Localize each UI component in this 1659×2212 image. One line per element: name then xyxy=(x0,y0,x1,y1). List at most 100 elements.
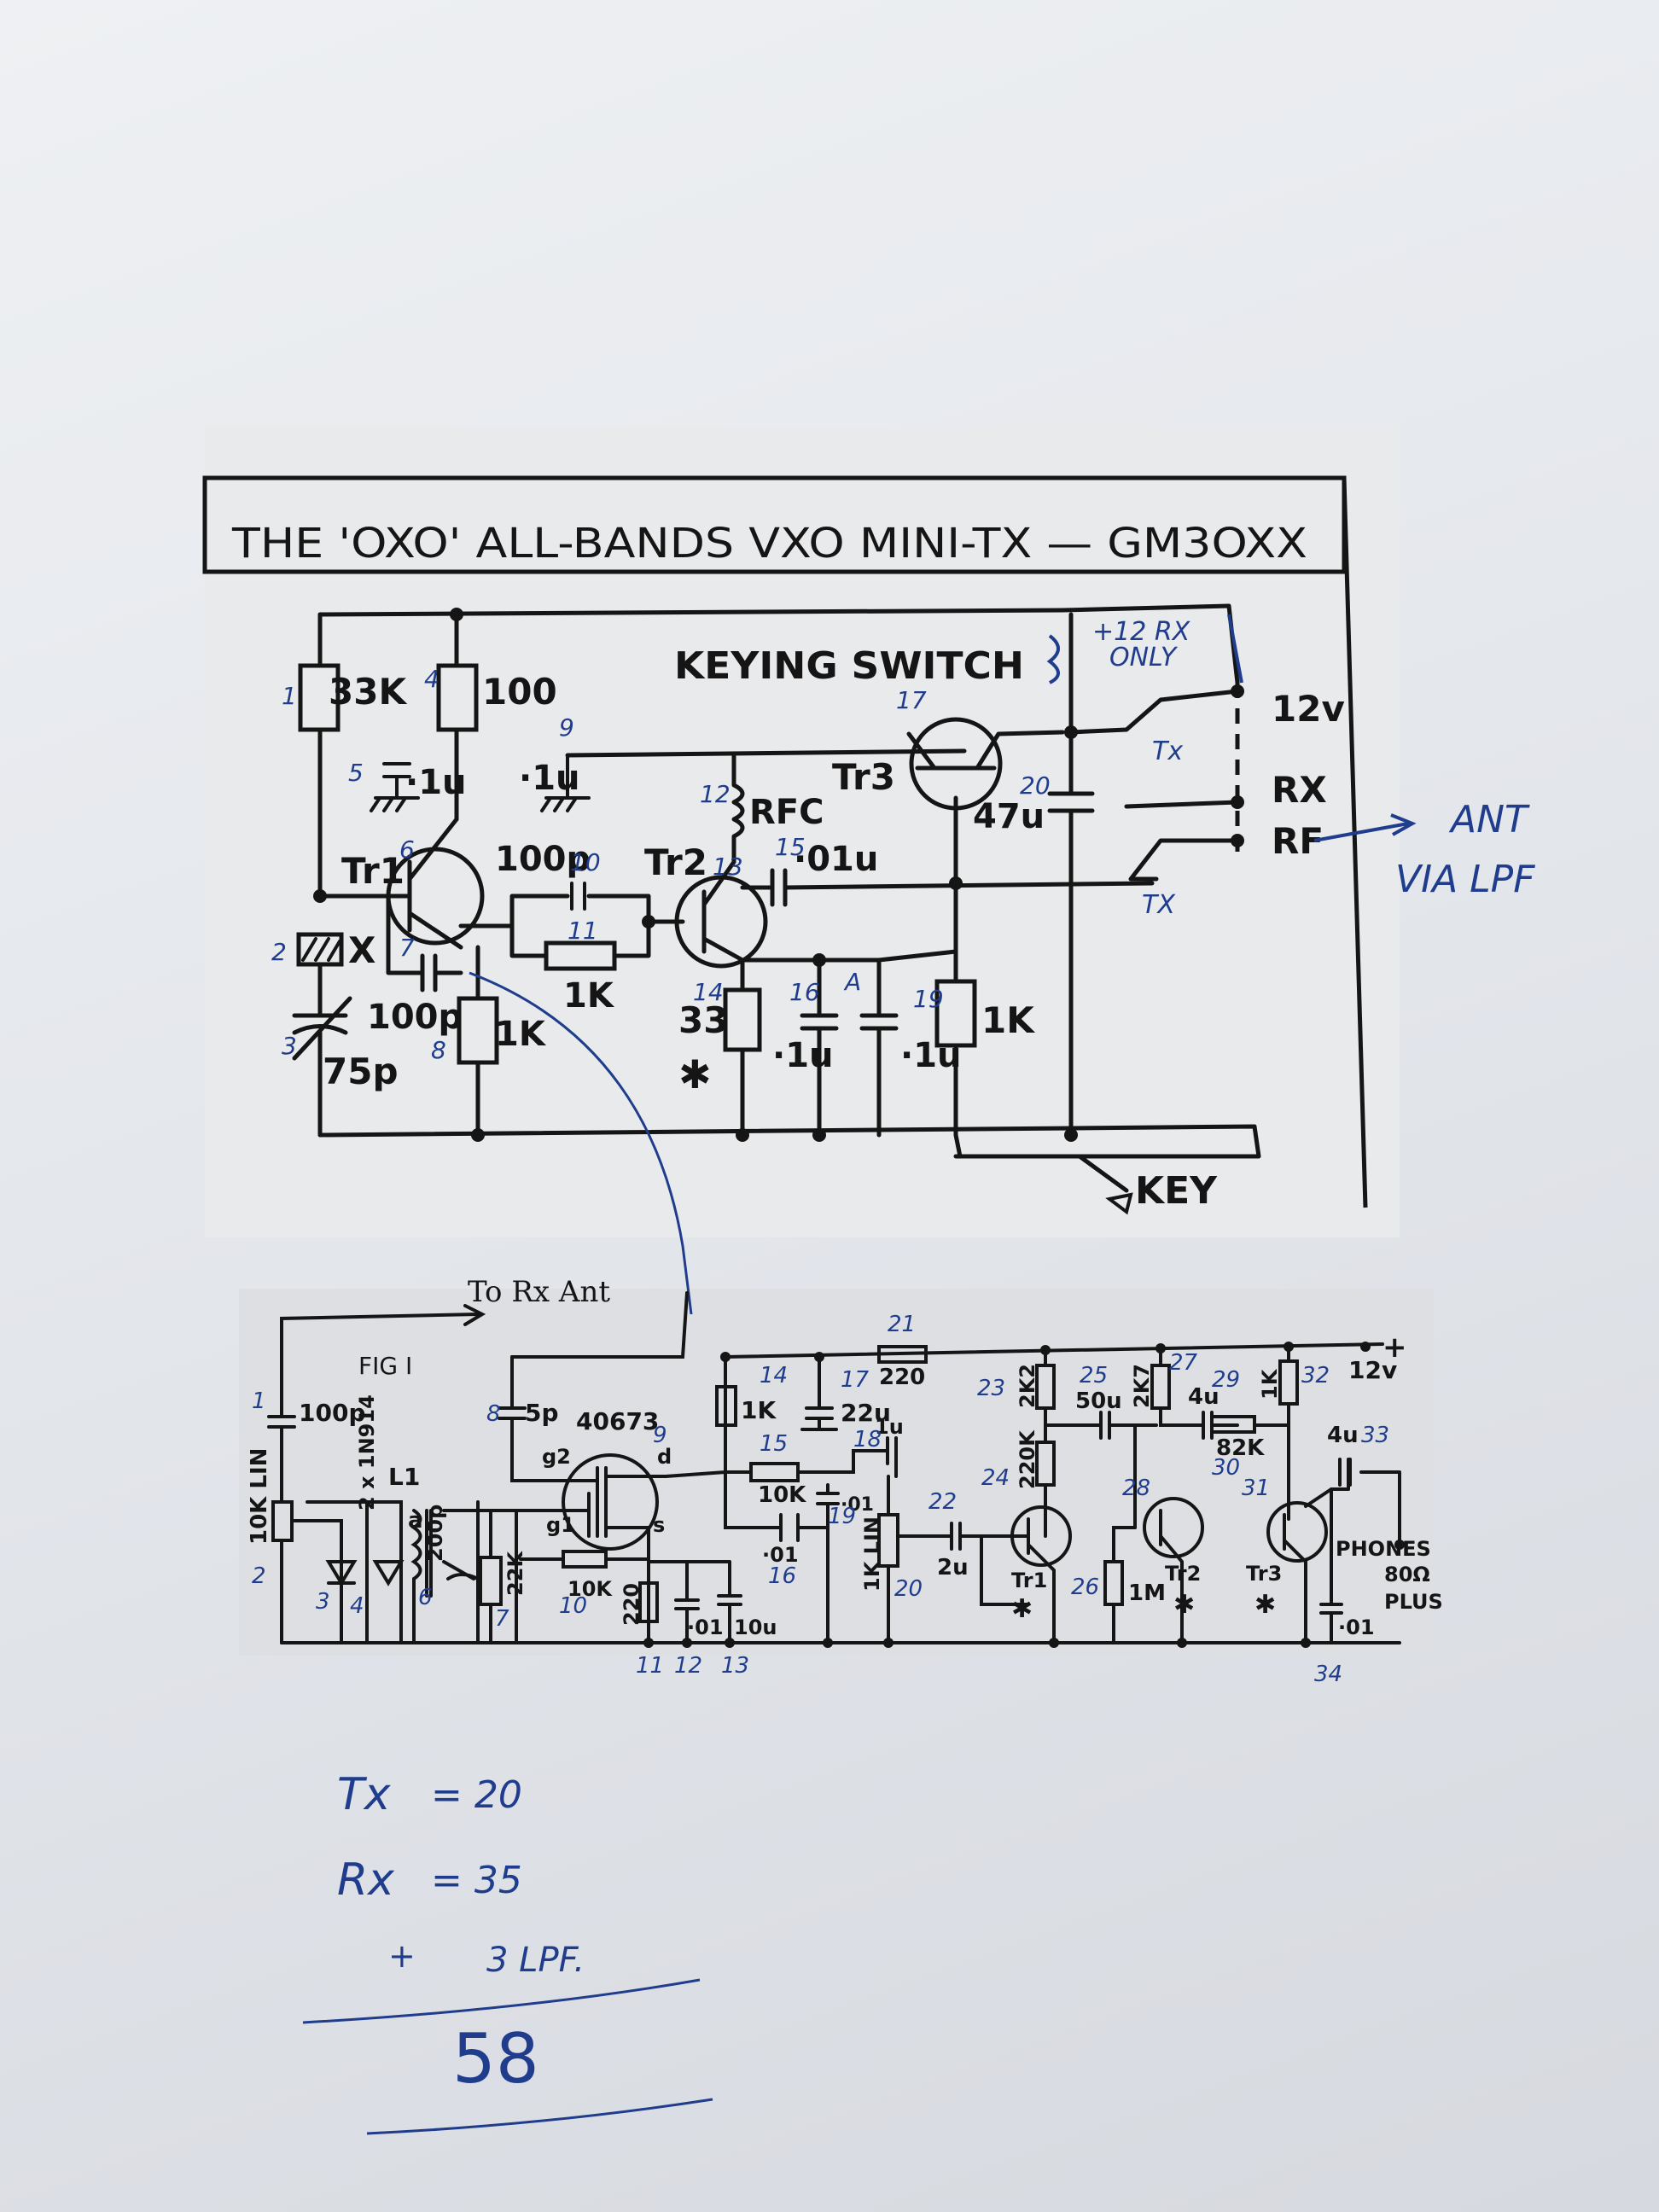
label-tr3: Tr3 xyxy=(832,756,895,798)
label-rfc: RFC xyxy=(749,793,824,832)
label-x: X xyxy=(348,929,375,971)
label-01u: ·01u xyxy=(794,840,878,879)
ink-num: 12 xyxy=(700,780,731,808)
label-50u: 50u xyxy=(1075,1388,1122,1414)
ink-tx-b: TX xyxy=(1142,890,1176,920)
label-10k-drain: 10K xyxy=(758,1482,806,1508)
label-tr2: Tr2 xyxy=(644,841,707,883)
resistor-1k-b xyxy=(544,940,617,971)
tally-total: 58 xyxy=(452,2019,539,2098)
label-1u-a: ·1u xyxy=(405,763,467,802)
ink-num: 21 xyxy=(888,1312,916,1337)
cap-100p-b xyxy=(570,882,586,911)
ink-link-line xyxy=(469,971,693,1315)
rx-front-wires xyxy=(476,1509,556,1644)
af-transistor-tr2 xyxy=(1143,1497,1204,1558)
ink-via-lpf: VIA LPF xyxy=(1395,858,1535,901)
label-4u-a: 4u xyxy=(1188,1384,1220,1410)
tally: Tx = 20 Rx = 35 + 3 LPF. 58 xyxy=(302,1769,713,2135)
label-af-tr1: Tr1 xyxy=(1011,1569,1047,1592)
ink-ant: ANT xyxy=(1448,798,1530,841)
ink-num: 2 xyxy=(271,938,287,966)
label-01-out: ·01 xyxy=(1338,1615,1375,1639)
ink-num: 12 xyxy=(674,1653,702,1679)
label-phones: PHONES xyxy=(1336,1537,1431,1561)
label-100p-rx: 100p xyxy=(299,1399,366,1427)
asterisk-af1: ✱ xyxy=(1011,1594,1033,1624)
af-transistor-tr3 xyxy=(1266,1501,1328,1563)
tx-junction-dots xyxy=(313,608,1244,1142)
ink-num: 15 xyxy=(760,1431,788,1457)
rx-input-wires xyxy=(280,1500,403,1644)
ink-num: 11 xyxy=(636,1653,664,1679)
resistor-1k-a xyxy=(457,996,499,1065)
tally-rx-value: = 35 xyxy=(431,1859,522,1902)
label-g1: g1 xyxy=(546,1513,575,1537)
plus-terminal: + xyxy=(1382,1330,1407,1365)
label-2k2: 2K2 xyxy=(1016,1364,1039,1408)
ink-num: 10 xyxy=(559,1593,587,1619)
label-5p: 5p xyxy=(525,1399,559,1427)
ink-num: 7 xyxy=(399,934,415,962)
ink-num: 14 xyxy=(760,1363,788,1388)
tally-tx-value: = 20 xyxy=(431,1773,522,1817)
ink-num: 22 xyxy=(928,1489,957,1515)
label-fig: FIG I xyxy=(358,1352,412,1380)
drain-feed xyxy=(796,1449,881,1474)
cap-1u-b xyxy=(540,754,591,812)
ink-num: 1 xyxy=(282,682,297,710)
key-arrow xyxy=(1105,1192,1133,1215)
label-220k: 220K xyxy=(1016,1429,1039,1489)
label-200p: 200p xyxy=(423,1505,447,1562)
cap-4u-b xyxy=(1319,1458,1401,1644)
ink-num: 20 xyxy=(894,1576,923,1602)
terminal-plus xyxy=(1360,1342,1371,1352)
rx-schematic: To Rx Ant FIG I 100p 10K LIN 2 x 1N914 L… xyxy=(247,1275,1443,1687)
cap-47u xyxy=(1047,612,1095,1138)
tx-photocopy xyxy=(205,427,1400,1237)
ink-num: 3 xyxy=(282,1032,297,1060)
label-keying-switch: KEYING SWITCH xyxy=(674,644,1024,688)
cap-1u-a xyxy=(370,762,420,812)
label-rx: RX xyxy=(1272,769,1327,811)
cap-100p-rx xyxy=(267,1406,296,1504)
label-100p-b: 100p xyxy=(495,840,591,879)
label-1u-c: ·1u xyxy=(772,1036,834,1075)
ink-num: 33 xyxy=(1361,1423,1389,1448)
fet-leads xyxy=(553,1466,667,1644)
ink-num: 9 xyxy=(559,713,574,742)
crystal-hatch xyxy=(301,937,341,962)
label-g2: g2 xyxy=(542,1445,571,1469)
ink-rx-label: +12 RX xyxy=(1092,617,1191,647)
ink-num: 32 xyxy=(1301,1363,1330,1388)
ink-num: 6 xyxy=(418,1585,433,1610)
ink-num: 25 xyxy=(1080,1363,1108,1388)
ink-num: 34 xyxy=(1314,1662,1342,1687)
label-af-tr3: Tr3 xyxy=(1246,1562,1282,1586)
label-40673: 40673 xyxy=(576,1407,659,1435)
label-1u-b: ·1u xyxy=(519,759,580,798)
label-33: 33 xyxy=(678,999,728,1041)
label-75p: 75p xyxy=(323,1051,399,1092)
ink-ant-arrow xyxy=(1313,813,1417,842)
cap-01u xyxy=(740,868,1155,907)
label-l1: L1 xyxy=(388,1463,420,1491)
ink-num: 29 xyxy=(1212,1367,1240,1393)
label-1k-a: 1K xyxy=(495,1015,547,1054)
label-1m: 1M xyxy=(1128,1580,1166,1606)
label-01-src: ·01 xyxy=(687,1615,724,1639)
label-10k-gate: 10K xyxy=(568,1577,613,1601)
ink-num: 7 xyxy=(495,1606,509,1632)
ink-num: 6 xyxy=(399,835,415,864)
ink-rx-only: ONLY xyxy=(1109,643,1179,672)
tally-line-bottom xyxy=(366,2098,713,2135)
ink-num: 2 xyxy=(252,1563,266,1589)
ink-num: 30 xyxy=(1212,1455,1240,1481)
label-12v-tx: 12v xyxy=(1272,688,1345,730)
tally-tx-label: Tx xyxy=(337,1769,392,1820)
cap-100p-a xyxy=(386,894,463,992)
label-100p-a: 100p xyxy=(367,998,463,1037)
bottom-rail xyxy=(317,1124,1261,1159)
vol-pot-wires xyxy=(887,1475,949,1644)
